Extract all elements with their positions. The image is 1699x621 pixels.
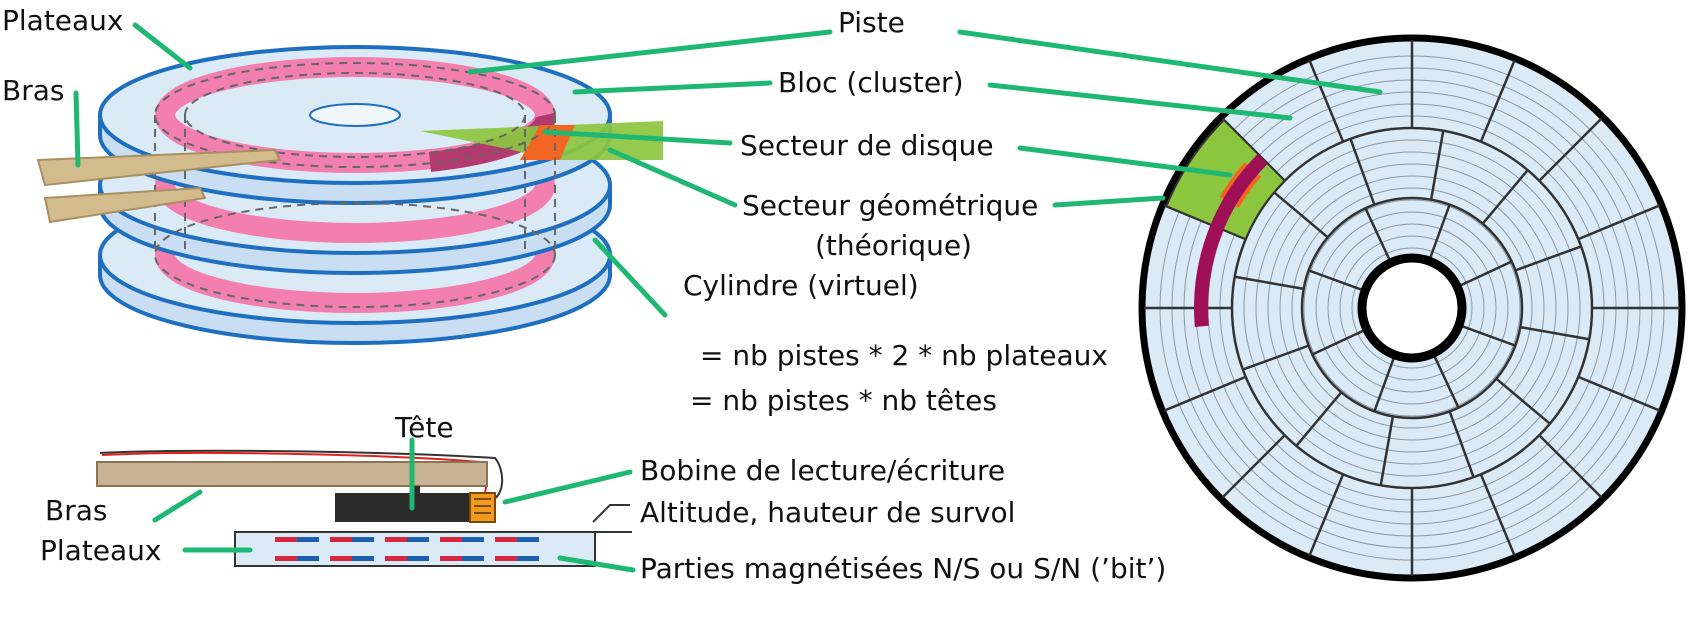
sector-divider — [1431, 352, 1460, 409]
track-ring — [1243, 139, 1581, 477]
label-secteur-disque: Secteur de disque — [740, 129, 994, 162]
sector-divider — [1373, 354, 1397, 412]
zone-boundary — [1300, 196, 1524, 420]
sector-divider — [1242, 344, 1310, 371]
coil — [469, 492, 496, 523]
arm-cross-section — [96, 461, 488, 487]
sector-divider — [1311, 327, 1368, 356]
sector-divider — [1458, 323, 1516, 347]
sector-divider — [1308, 473, 1345, 557]
block-highlight — [1194, 153, 1268, 327]
platter-stack — [36, 45, 663, 345]
sector-divider — [1429, 130, 1445, 200]
label-cylindre-formula-1: = nb pistes * 2 * nb plateaux — [700, 339, 1108, 372]
label-bras-bottom: Bras — [45, 494, 107, 527]
magnetized-bits — [275, 537, 539, 561]
track-ring — [1315, 211, 1509, 405]
sector-divider — [1163, 375, 1247, 412]
leader-lines — [73, 22, 1383, 573]
sector-divider — [1308, 269, 1366, 293]
label-altitude: Altitude, hauteur de survol — [640, 496, 1015, 529]
track-ring — [1351, 247, 1473, 369]
sector-divider — [1456, 260, 1513, 289]
label-tete: Tête — [394, 411, 454, 444]
platter-top — [98, 45, 663, 205]
label-bras-top: Bras — [2, 74, 64, 107]
sector-divider — [1479, 473, 1516, 557]
track-ring — [1327, 223, 1497, 393]
head-slider — [335, 493, 470, 522]
geometric-sector-highlight — [1164, 118, 1287, 241]
sector-divider — [1577, 375, 1661, 412]
spindle-hole — [1357, 253, 1467, 363]
sector-divider — [1273, 191, 1329, 239]
track-ring — [1267, 163, 1557, 453]
label-plateaux-bottom: Plateaux — [40, 534, 162, 567]
sector-divider — [1520, 325, 1590, 341]
sector-divider — [1234, 275, 1304, 291]
sector-divider — [1479, 59, 1516, 143]
sector-divider — [1448, 410, 1475, 478]
head-cross-section — [96, 437, 632, 567]
sector-divider — [1577, 204, 1661, 241]
label-secteur-theorique: (théorique) — [815, 229, 972, 262]
sector-divider — [1495, 377, 1551, 425]
track-ring — [1339, 235, 1485, 381]
arm-pair — [36, 148, 282, 224]
sector-divider — [1538, 434, 1603, 499]
track-ring — [1291, 187, 1533, 429]
sector-divider — [1379, 416, 1395, 486]
disk-top-view — [1138, 34, 1686, 582]
cylinder-outline — [154, 62, 556, 308]
sector-divider — [1349, 138, 1376, 206]
label-plateaux-top: Plateaux — [2, 4, 124, 37]
label-bobine: Bobine de lecture/écriture — [640, 454, 1005, 487]
track-ring — [1303, 199, 1521, 417]
sector-divider — [1538, 117, 1603, 182]
sector-divider — [1221, 434, 1286, 499]
sector-divider — [1427, 204, 1451, 262]
track-ring — [1255, 151, 1569, 465]
label-secteur-geometrique: Secteur géométrique — [742, 189, 1038, 222]
sector-divider — [1481, 169, 1529, 225]
sector-divider — [1364, 207, 1393, 264]
label-cylindre-formula-2: = nb pistes * nb têtes — [690, 384, 997, 417]
label-cylindre: Cylindre (virtuel) — [683, 269, 919, 302]
sector-divider — [1514, 245, 1582, 272]
sector-divider — [1308, 59, 1345, 143]
sector-divider — [1295, 391, 1343, 447]
label-bloc: Bloc (cluster) — [778, 66, 964, 99]
label-parties-magnetisees: Parties magnétisées N/S ou S/N (’bit’) — [640, 552, 1166, 585]
label-piste: Piste — [838, 6, 905, 39]
track-ring — [1279, 175, 1545, 441]
